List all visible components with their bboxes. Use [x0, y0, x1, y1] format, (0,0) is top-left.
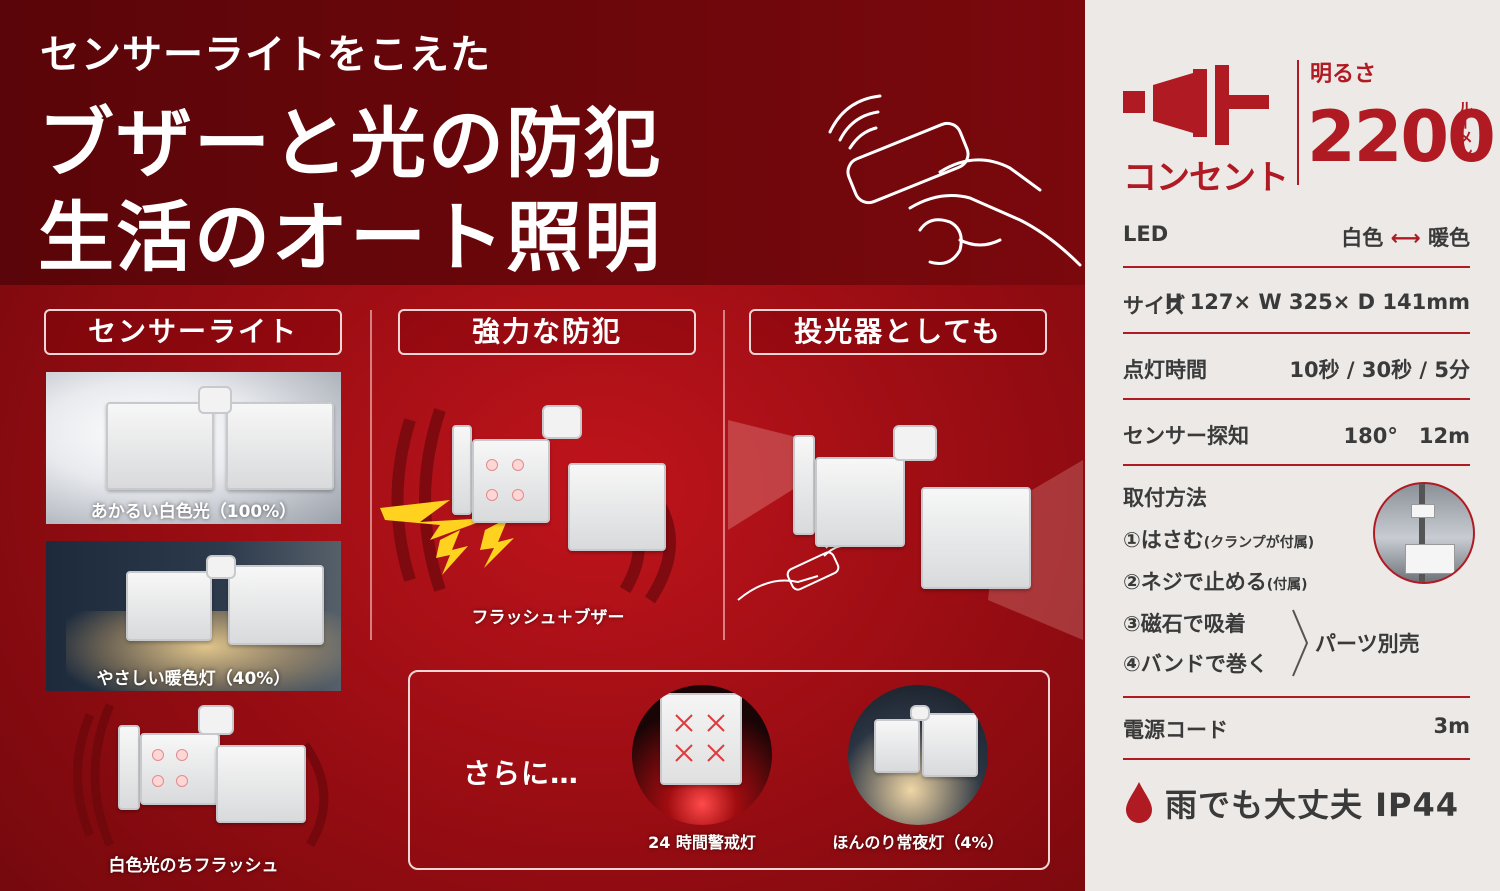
red-led-pattern [675, 714, 725, 762]
spec-row-led: LED 白色 ⟷ 暖色 [1123, 200, 1470, 268]
hero-headline-1: ブザーと光の防犯 [38, 99, 662, 188]
mount-photo [1373, 482, 1475, 584]
parts-sold-separately: パーツ別売 [1315, 632, 1420, 656]
divider [1297, 60, 1299, 185]
plug-icon [1123, 65, 1269, 145]
spec-label: センサー探知 [1123, 424, 1249, 448]
more-label: さらに… [463, 757, 580, 790]
bracket-icon [1292, 609, 1309, 677]
more-features-box [408, 670, 1050, 870]
water-drop-icon [1126, 782, 1152, 823]
motion-sensor [198, 386, 232, 414]
brightness-title: 明るさ [1310, 62, 1377, 87]
caption-alert-24h: 24 時間警戒灯 [648, 833, 756, 852]
warm-light-photo [46, 541, 341, 691]
hero-headline-2: 生活のオート照明 [38, 193, 662, 282]
light-panel [921, 487, 1031, 589]
light-panel [216, 745, 306, 823]
caption-warm-light: やさしい暖色灯（40%） [96, 669, 291, 689]
spec-value: 10秒 / 30秒 / 5分 [1289, 358, 1470, 382]
light-panel [226, 402, 334, 490]
spec-value: 180° 12m [1343, 424, 1470, 448]
spec-value: 3m [1433, 714, 1471, 738]
light-panel [228, 565, 324, 645]
double-arrow-icon: ⟷ [1390, 226, 1421, 250]
tab-security: 強力な防犯 [398, 309, 696, 355]
hero-band [0, 0, 1085, 285]
spec-label: 電源コード [1123, 718, 1228, 742]
tab-floodlight: 投光器としても [749, 309, 1047, 355]
spec-row-time: 点灯時間 10秒 / 30秒 / 5分 [1123, 334, 1470, 400]
column-divider [370, 310, 372, 640]
spec-panel: コンセント 明るさ 2200 ルーメン LED 白色 ⟷ 暖色 サイズ H 12… [1085, 0, 1500, 891]
spec-row-mount: 取付方法 ①はさむ(クランプが付属) ②ネジで止める(付属) ③磁石で吸着 ④バ… [1123, 466, 1475, 698]
spec-label: 取付方法 [1123, 486, 1207, 510]
brightness-value: 2200 [1307, 96, 1496, 178]
light-panel [568, 463, 666, 551]
light-panel [815, 457, 905, 547]
motion-sensor [198, 705, 234, 735]
mount-option: ②ネジで止める(付属) [1123, 570, 1308, 594]
hero-subtitle: センサーライトをこえた [40, 32, 491, 78]
spec-row-cord: 電源コード 3m [1123, 698, 1470, 760]
alert-light-photo [632, 685, 772, 825]
spec-label: LED [1123, 222, 1169, 246]
feature-panel: センサーライトをこえた ブザーと光の防犯 生活のオート照明 センサーライト 強力… [0, 0, 1085, 891]
tab-sensor-light: センサーライト [44, 309, 342, 355]
spec-value: H 127× W 325× D 141mm [1164, 290, 1470, 314]
spec-label: サイズ [1123, 294, 1186, 318]
light-panel [106, 402, 214, 490]
caption-white-then-flash: 白色光のちフラッシュ [108, 856, 279, 876]
light-panel [126, 571, 212, 641]
remote-control-icon [828, 94, 1082, 267]
night-light-photo [848, 685, 988, 825]
motion-sensor [206, 555, 236, 579]
mount-option: ④バンドで巻く [1123, 652, 1268, 676]
light-panel [472, 439, 550, 523]
brightness-unit: ルーメン [1456, 100, 1474, 160]
waterproof-label: 雨でも大丈夫 IP44 [1165, 786, 1460, 824]
light-panel [140, 733, 220, 805]
spec-label: 点灯時間 [1123, 358, 1207, 382]
spec-row-sensor: センサー探知 180° 12m [1123, 400, 1470, 466]
spec-row-size: サイズ H 127× W 325× D 141mm [1123, 268, 1470, 334]
column-divider [723, 310, 725, 640]
caption-flash-buzzer: フラッシュ＋ブザー [471, 608, 625, 628]
motion-sensor [893, 425, 937, 461]
caption-bright-white: あかるい白色光（100%） [90, 502, 297, 522]
bright-white-photo [46, 372, 341, 524]
caption-night-light: ほんのり常夜灯（4%） [832, 833, 1004, 852]
mount-option: ①はさむ(クランプが付属) [1123, 528, 1315, 552]
outlet-label: コンセント [1123, 158, 1289, 198]
flash-waves-icon [73, 703, 329, 848]
spec-value: 白色 ⟷ 暖色 [1341, 226, 1470, 250]
mount-option: ③磁石で吸着 [1123, 612, 1246, 636]
motion-sensor [542, 405, 582, 439]
